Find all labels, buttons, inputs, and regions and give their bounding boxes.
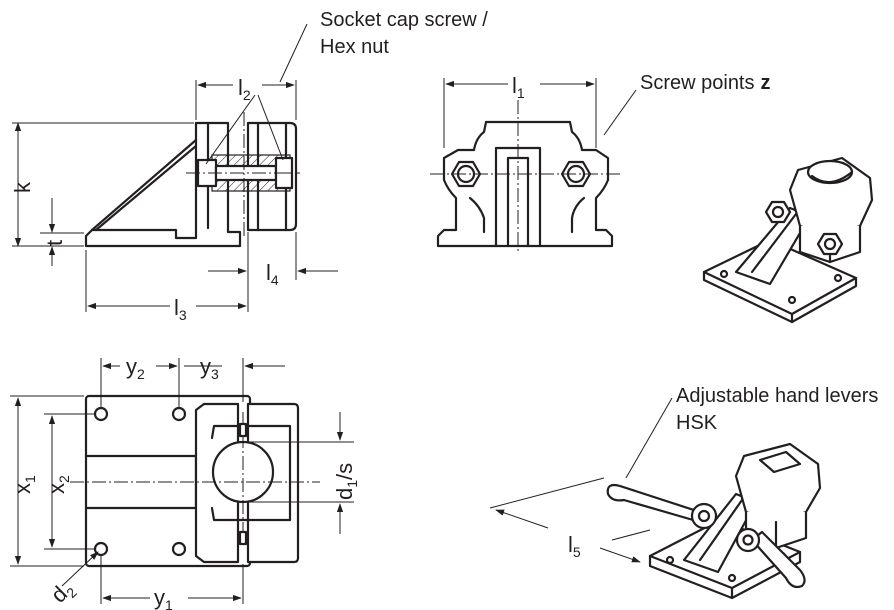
isometric-view-levers (489, 397, 822, 600)
dim-l5: l5 (568, 532, 581, 560)
dim-d1s: d1/s (332, 463, 360, 500)
screw-callout-line2: Hex nut (320, 36, 389, 58)
levers-callout-line1: Adjustable hand levers (676, 385, 878, 407)
screw-points-symbol: z (761, 72, 771, 94)
dim-l3: l3 (174, 295, 187, 323)
dim-l4: l4 (266, 260, 279, 288)
dim-k: k (10, 181, 35, 193)
top-view (10, 358, 354, 604)
dim-l1: l1 (512, 73, 525, 101)
front-view (430, 78, 637, 252)
dim-x1: x1 (10, 475, 38, 494)
dim-x2: x2 (44, 475, 72, 494)
dim-t: t (42, 240, 67, 246)
side-view (12, 23, 338, 312)
isometric-view-clamp (702, 156, 874, 324)
dim-l2: l2 (238, 75, 251, 103)
screw-callout-line1: Socket cap screw / (320, 9, 488, 31)
dim-d2: d2 (46, 576, 80, 610)
levers-callout-line2: HSK (676, 412, 718, 434)
screw-points-text: Screw points (640, 72, 755, 94)
screw-points-label: Screw points z (640, 72, 771, 94)
dim-y1: y1 (154, 585, 173, 610)
dim-y2: y2 (126, 354, 145, 382)
dim-y3: y3 (200, 354, 219, 382)
